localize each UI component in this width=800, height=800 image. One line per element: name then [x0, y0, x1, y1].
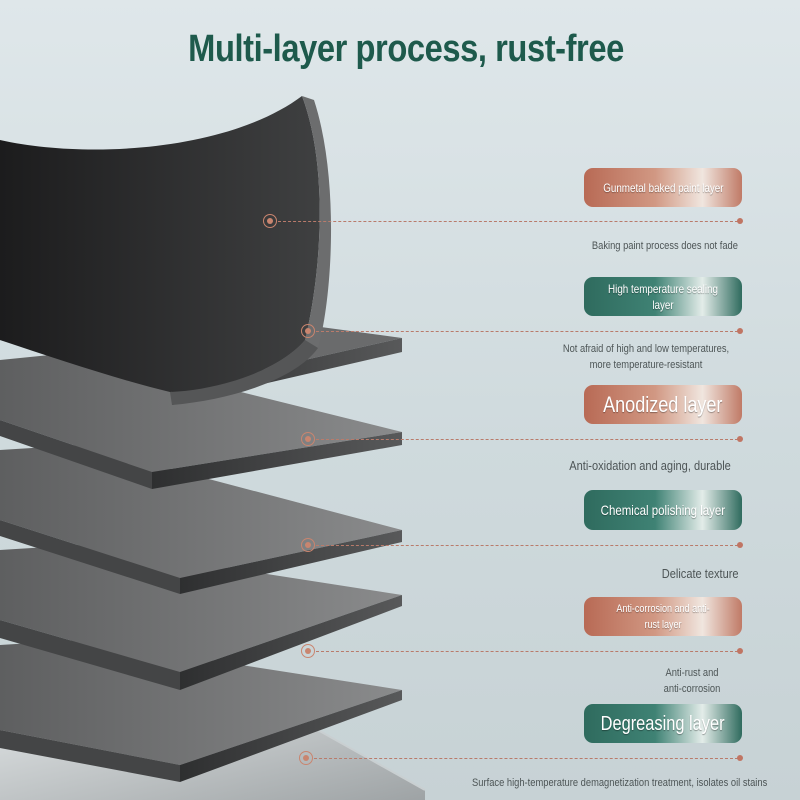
layer-badge-polishing: Chemical polishing layer	[584, 490, 742, 530]
leader-line-1	[278, 221, 738, 222]
leader-end-5	[737, 648, 743, 654]
layer-sheet-5	[0, 640, 402, 782]
layer-badge-label: Anodized layer	[603, 391, 723, 417]
layer-badge-label: Anti-corrosion and anti-rust layer	[616, 602, 710, 631]
leader-end-4	[737, 542, 743, 548]
layer-description-5: Anti-rust and anti-corrosion	[663, 667, 721, 695]
layer-description-4: Delicate texture	[661, 566, 739, 581]
leader-end-1	[737, 218, 743, 224]
marker-dot-5	[301, 644, 315, 658]
leader-end-6	[737, 755, 743, 761]
layer-description-3: Anti-oxidation and aging, durable	[569, 458, 731, 473]
page-title: Multi-layer process, rust-free	[188, 28, 624, 70]
layer-description-6: Surface high-temperature demagnetization…	[472, 777, 768, 789]
marker-dot-1	[263, 214, 277, 228]
layer-badge-anti-corrosion: Anti-corrosion and anti-rust layer	[584, 597, 742, 636]
layer-description-2: Not afraid of high and low temperatures,…	[562, 343, 730, 371]
layer-badge-label: Degreasing layer	[600, 712, 725, 735]
marker-dot-3	[301, 432, 315, 446]
layer-description-1: Baking paint process does not fade	[591, 240, 739, 252]
curled-top-sheet	[0, 96, 332, 405]
layer-badge-label: Gunmetal baked paint layer	[602, 180, 724, 195]
layer-badge-anodized: Anodized layer	[584, 385, 742, 424]
leader-line-2	[316, 331, 738, 332]
leader-line-6	[314, 758, 738, 759]
leader-line-4	[316, 545, 738, 546]
layer-badge-label: High temperature sealing layer	[608, 281, 718, 312]
leader-end-3	[737, 436, 743, 442]
leader-line-3	[316, 439, 738, 440]
marker-dot-6	[299, 751, 313, 765]
leader-end-2	[737, 328, 743, 334]
layer-badge-degreasing: Degreasing layer	[584, 704, 742, 743]
layer-badge-sealing: High temperature sealing layer	[584, 277, 742, 316]
marker-dot-2	[301, 324, 315, 338]
marker-dot-4	[301, 538, 315, 552]
layer-sheet-4	[0, 545, 402, 690]
layer-badge-label: Chemical polishing layer	[600, 502, 726, 518]
layer-badge-gunmetal: Gunmetal baked paint layer	[584, 168, 742, 207]
leader-line-5	[316, 651, 738, 652]
